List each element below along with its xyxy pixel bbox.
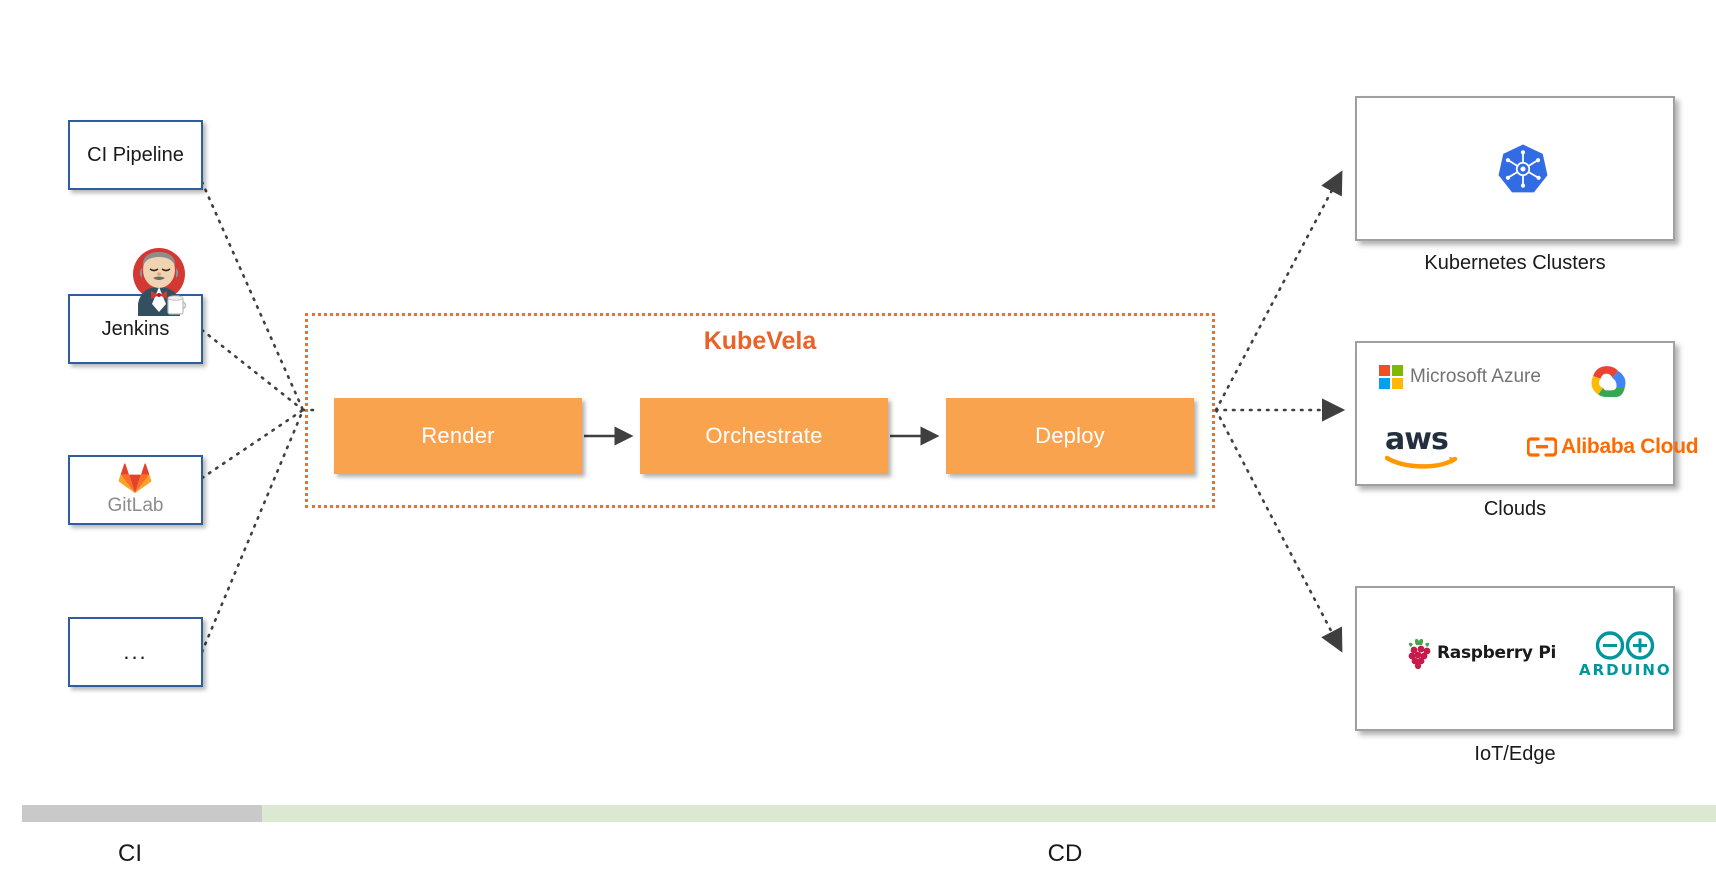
microsoft-azure-icon [1379,365,1403,389]
aws-label: aws [1385,422,1449,457]
raspberry-pi-logo: Raspberry Pi [1405,636,1556,670]
target-box-iot-edge[interactable]: Raspberry Pi ARDUINO [1355,586,1675,731]
google-cloud-icon [1591,366,1626,397]
pipeline-stage-render[interactable]: Render [334,398,582,474]
target-caption-clouds: Clouds [1483,498,1547,520]
phase-label-cd: CD [1047,840,1083,867]
arduino-logo: ARDUINO [1579,630,1672,679]
arduino-label: ARDUINO [1579,661,1672,679]
microsoft-azure-logo: Microsoft Azure [1379,365,1541,389]
source-label-ci-pipeline: CI Pipeline [87,144,184,166]
target-box-kubernetes[interactable] [1355,96,1675,241]
arduino-icon [1596,631,1655,660]
target-box-clouds[interactable]: Microsoft Azure aws [1355,341,1699,486]
target-caption-iot-edge: IoT/Edge [1474,743,1556,765]
raspberry-pi-label: Raspberry Pi [1437,643,1557,663]
source-label-more: ... [123,639,148,664]
raspberry-pi-icon [1408,638,1431,670]
kubernetes-helm-icon [1498,144,1548,193]
pipeline-stage-label-deploy: Deploy [1035,423,1105,448]
source-label-jenkins: Jenkins [101,318,170,340]
source-box-gitlab[interactable]: GitLab [68,455,203,525]
aws-logo: aws [1385,422,1459,469]
phase-bar [22,805,1716,822]
pipeline-stage-deploy[interactable]: Deploy [946,398,1194,474]
target-caption-kubernetes: Kubernetes Clusters [1424,252,1606,274]
aws-icon: aws [1385,422,1459,469]
phase-label-ci: CI [118,840,142,867]
ci-converge-lines [200,180,305,654]
phase-segment-ci [22,805,262,822]
pipeline-stage-label-orchestrate: Orchestrate [705,423,823,448]
source-label-gitlab: GitLab [107,495,164,516]
pipeline-stage-orchestrate[interactable]: Orchestrate [640,398,888,474]
cd-fanout-lines [1214,170,1346,653]
pipeline-stage-label-render: Render [421,423,495,448]
source-box-ci-pipeline[interactable]: CI Pipeline [68,120,203,190]
source-box-more[interactable]: ... [68,617,203,687]
jenkins-butler-icon [133,248,187,316]
phase-segment-cd [262,805,1716,822]
alibaba-cloud-label: Alibaba Cloud [1561,435,1699,458]
alibaba-cloud-icon [1527,437,1557,457]
alibaba-cloud-logo: Alibaba Cloud [1527,435,1699,459]
gitlab-tanuki-icon [119,463,152,494]
kubevela-region [305,313,1215,508]
kubevela-title: KubeVela [703,327,817,355]
microsoft-azure-label: Microsoft Azure [1410,366,1541,387]
